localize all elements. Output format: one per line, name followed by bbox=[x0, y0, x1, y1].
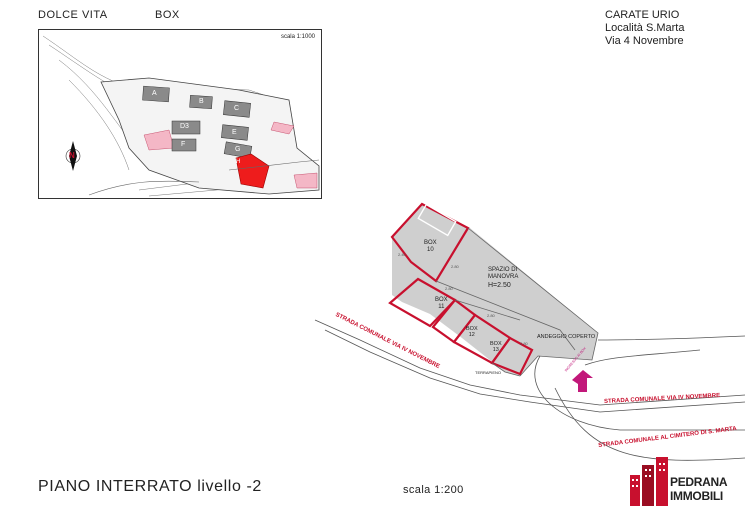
dim-3: 2.80 bbox=[445, 286, 454, 291]
site-label-d3: D3 bbox=[180, 123, 189, 130]
dim-1: 2.40 bbox=[398, 252, 407, 257]
address-locality: Località S.Marta bbox=[605, 22, 685, 34]
north-label: N bbox=[69, 151, 75, 160]
manovra-label-2: MANOVRA bbox=[488, 274, 519, 280]
address-city: CARATE URIO bbox=[605, 9, 680, 21]
pedrana-logo: PEDRANA IMMOBILI bbox=[628, 455, 745, 506]
box-13-label: BOX 13 bbox=[490, 341, 502, 353]
plan-scale: scala 1:200 bbox=[403, 484, 464, 496]
site-label-g: G bbox=[235, 146, 241, 153]
site-label-e: E bbox=[232, 129, 237, 136]
dim-5: 2.80 bbox=[520, 341, 529, 346]
terrapieno-label: TERRAPIENO bbox=[475, 370, 502, 375]
block-a bbox=[142, 85, 170, 103]
block-b bbox=[189, 94, 213, 110]
manovra-label-1: SPAZIO DI bbox=[488, 267, 518, 273]
box-10-label: BOX 10 bbox=[424, 240, 437, 253]
site-label-c: C bbox=[234, 105, 240, 112]
box-10-outline bbox=[390, 202, 470, 283]
site-label-b: B bbox=[199, 98, 204, 105]
address-block: CARATE URIO Località S.Marta Via 4 Novem… bbox=[605, 9, 684, 48]
site-map: scala 1:1000 bbox=[38, 29, 322, 199]
vani-outline bbox=[490, 336, 534, 376]
site-label-f: F bbox=[181, 141, 186, 148]
address-street: Via 4 Novembre bbox=[605, 35, 684, 47]
block-f bbox=[171, 138, 197, 152]
block-c bbox=[223, 100, 251, 118]
building-logo-icon bbox=[630, 457, 668, 506]
box-11-label: BOX 11 bbox=[435, 297, 448, 310]
site-map-drawing bbox=[42, 35, 320, 197]
garage-area bbox=[392, 204, 598, 376]
project-type: BOX bbox=[155, 9, 180, 21]
brand-name-1: PEDRANA bbox=[670, 475, 728, 489]
box-12-label: BOX 12 bbox=[466, 326, 478, 338]
site-label-a: A bbox=[152, 90, 157, 97]
brand-name-2: IMMOBILI bbox=[670, 489, 723, 503]
covered-label: ANDEGGIO COPERTO bbox=[537, 334, 596, 340]
block-g bbox=[223, 141, 253, 159]
project-name: DOLCE VITA bbox=[38, 9, 108, 21]
dim-4: 2.80 bbox=[487, 313, 496, 318]
entrance-arrow bbox=[572, 370, 593, 392]
dim-2: 2.80 bbox=[451, 264, 460, 269]
block-d3 bbox=[171, 120, 201, 135]
block-e bbox=[221, 124, 249, 141]
plan-title: PIANO INTERRATO livello -2 bbox=[38, 478, 262, 495]
site-map-scale: scala 1:1000 bbox=[280, 34, 315, 40]
block-h-highlight bbox=[235, 153, 270, 189]
height-label: H=2.50 bbox=[488, 282, 511, 289]
site-label-h: H bbox=[236, 159, 241, 165]
